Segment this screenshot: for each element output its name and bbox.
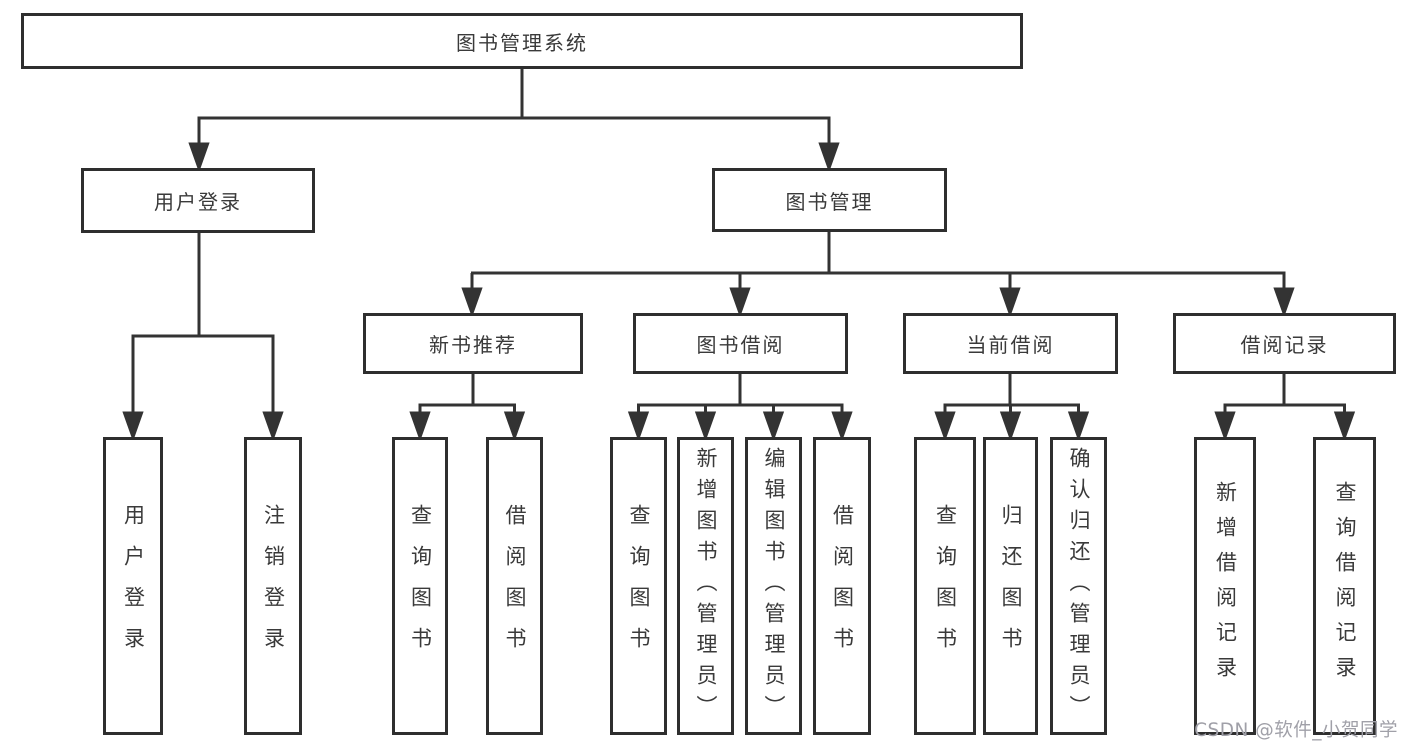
node-label: 图书管理系统	[456, 30, 588, 55]
node-leaf-borrow-book-1: 借阅图书	[486, 437, 543, 735]
watermark-text: CSDN @软件_小贺同学	[1194, 720, 1398, 741]
node-label: 查询图书	[408, 504, 433, 668]
node-label: 新增借阅记录	[1213, 481, 1238, 691]
node-label: 图书管理	[785, 189, 874, 214]
connector-user-login-to-leaves	[122, 233, 284, 442]
node-leaf-query-borrow-record: 查询借阅记录	[1313, 437, 1376, 735]
node-leaf-add-book-admin: 新增图书（管理员）	[677, 437, 734, 735]
node-label: 查询图书	[933, 504, 958, 668]
node-label: 确认归还（管理员）	[1067, 446, 1091, 726]
node-label: 新书推荐	[429, 333, 517, 357]
node-leaf-query-book-1: 查询图书	[392, 437, 448, 735]
connector-book-borrow-to-leaves	[627, 374, 853, 442]
node-label: 借阅记录	[1240, 333, 1329, 357]
node-label: 当前借阅	[966, 333, 1055, 357]
connector-book-management-to-level3	[461, 232, 1295, 318]
node-new-book-recommend: 新书推荐	[363, 313, 583, 374]
node-borrow-record: 借阅记录	[1173, 313, 1396, 374]
node-leaf-query-book-3: 查询图书	[914, 437, 976, 735]
node-library-management-system: 图书管理系统	[21, 13, 1023, 69]
node-label: 用户登录	[154, 190, 242, 214]
connector-root-to-level2	[188, 66, 840, 173]
connector-borrow-record-to-leaves	[1214, 374, 1356, 442]
node-leaf-return-book: 归还图书	[983, 437, 1038, 735]
node-label: 查询图书	[627, 504, 651, 668]
node-leaf-borrow-book-2: 借阅图书	[813, 437, 871, 735]
node-label: 借阅图书	[830, 504, 855, 668]
node-user-login: 用户登录	[81, 168, 315, 233]
node-leaf-logout: 注销登录	[244, 437, 302, 735]
node-label: 注销登录	[261, 504, 286, 668]
connector-new-book-recommend-to-leaves	[409, 374, 526, 442]
node-label: 用户登录	[121, 504, 146, 668]
node-book-borrow: 图书借阅	[633, 313, 848, 374]
node-book-management: 图书管理	[712, 168, 947, 232]
node-leaf-user-login: 用户登录	[103, 437, 163, 735]
node-label: 借阅图书	[503, 504, 527, 668]
node-label: 归还图书	[999, 504, 1023, 668]
node-label: 查询借阅记录	[1333, 481, 1357, 691]
node-label: 图书借阅	[696, 333, 785, 357]
node-leaf-confirm-return-admin: 确认归还（管理员）	[1050, 437, 1107, 735]
node-current-borrow: 当前借阅	[903, 313, 1118, 374]
connector-current-borrow-to-leaves	[934, 374, 1090, 442]
node-leaf-query-book-2: 查询图书	[610, 437, 667, 735]
node-label: 新增图书（管理员）	[694, 446, 718, 726]
node-leaf-add-borrow-record: 新增借阅记录	[1194, 437, 1256, 735]
node-leaf-edit-book-admin: 编辑图书（管理员）	[745, 437, 802, 735]
node-label: 编辑图书（管理员）	[762, 446, 786, 726]
